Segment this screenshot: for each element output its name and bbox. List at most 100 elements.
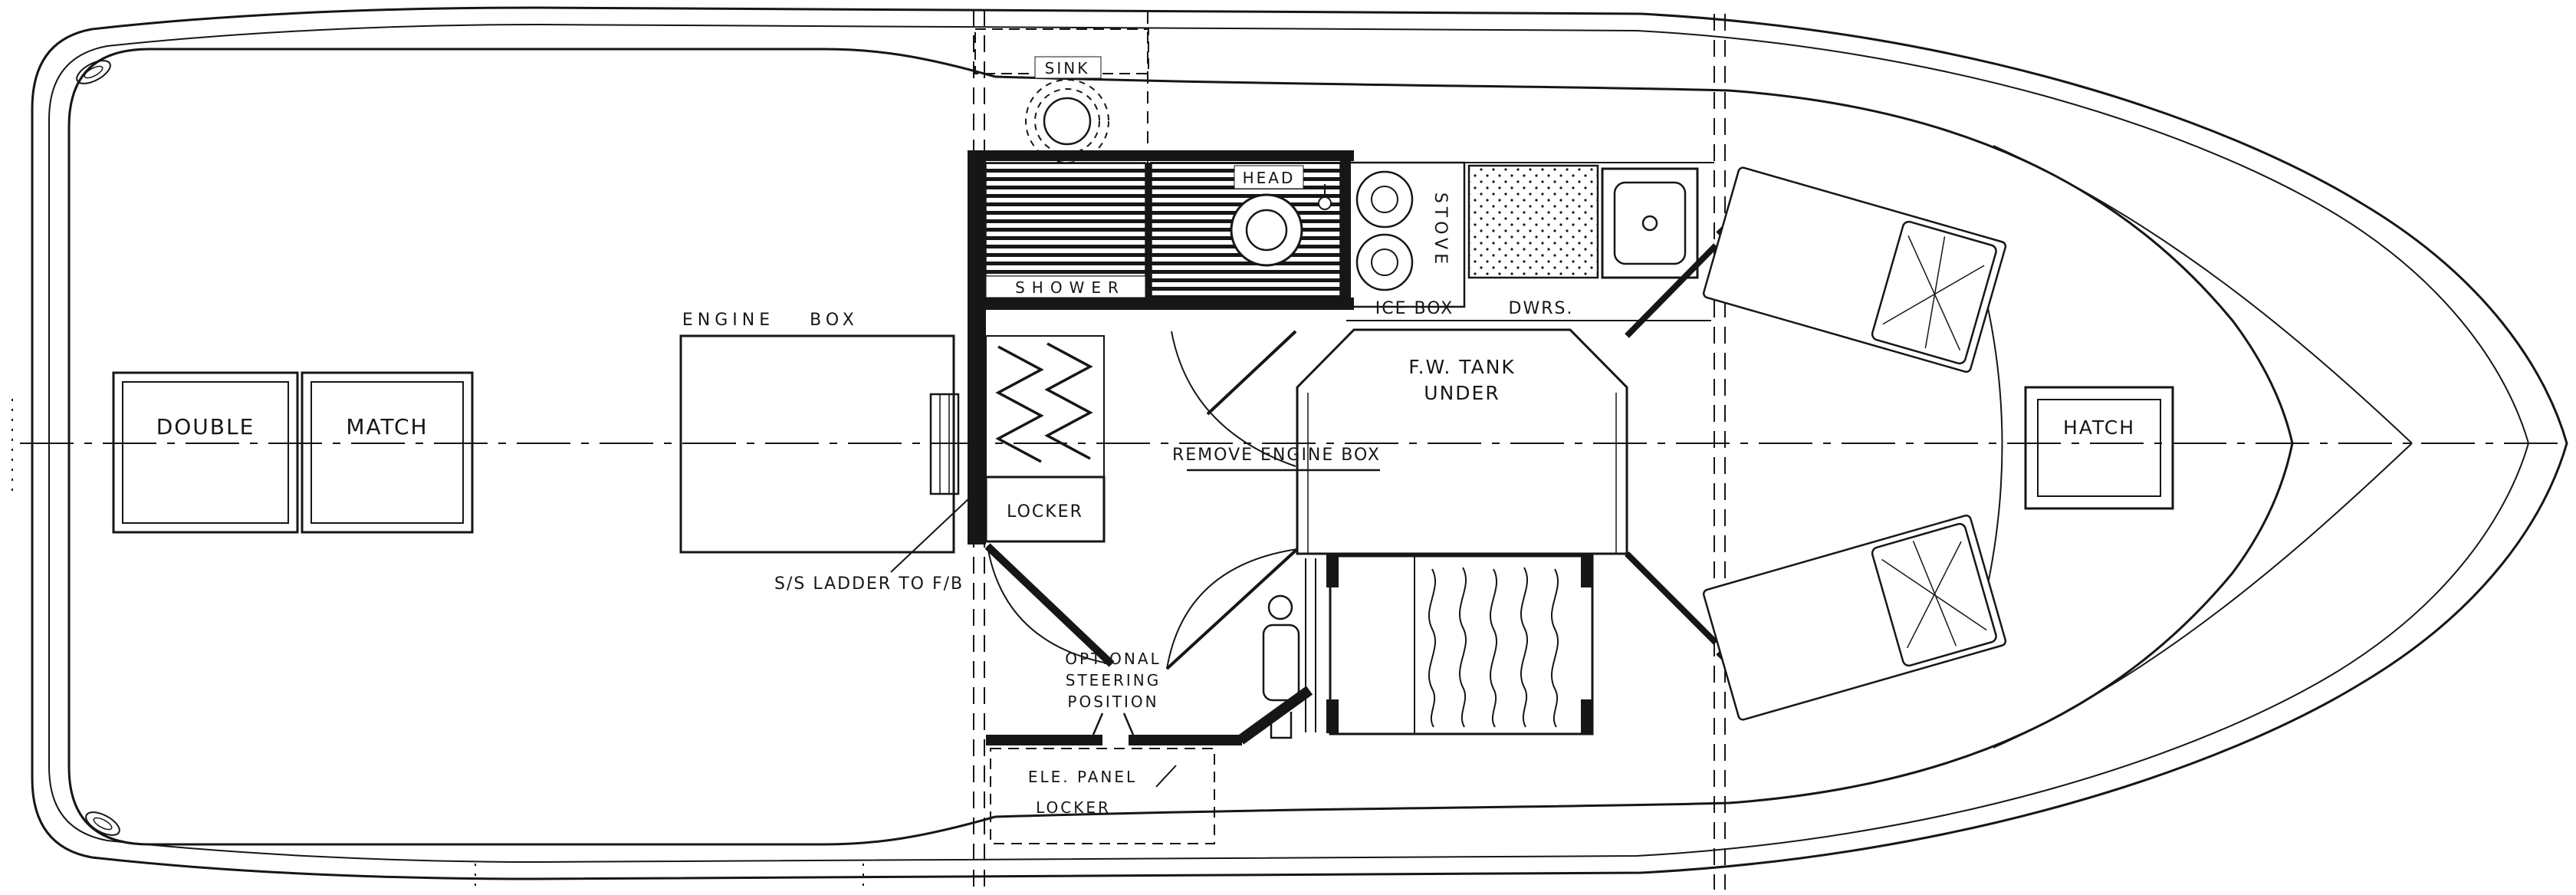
helm-footrest <box>1270 712 1293 739</box>
settee-corner-block-tr <box>1581 554 1593 587</box>
vberth-top-pillow-crease-3 <box>1924 236 1946 349</box>
optional-label: OPTIONAL <box>1065 650 1161 668</box>
stove-burner-2-inner <box>1371 248 1398 276</box>
settee-corner-block-tl <box>1326 554 1339 587</box>
galley-sink-basin <box>1613 181 1687 265</box>
stove-burner-1-inner <box>1371 186 1398 213</box>
fw-tank-under-label: UNDER <box>1424 382 1500 404</box>
stove-burner-2 <box>1355 233 1414 291</box>
wall-helm-right <box>1129 735 1242 745</box>
wall-helm-diagonal <box>1237 686 1313 745</box>
head-door-swing-arc <box>1171 331 1296 467</box>
settee-corner-block-br <box>1581 699 1593 733</box>
ele-panel-label: ELE. PANEL <box>1028 768 1137 786</box>
fw-tank-label: F.W. TANK <box>1408 356 1516 378</box>
helm-area: OPTIONAL STEERING POSITION ELE. PANEL LO… <box>986 594 1313 844</box>
wall-galley-top <box>984 150 1354 161</box>
helm-wheel <box>1267 594 1293 620</box>
settee <box>1329 554 1594 735</box>
stem-line-top <box>1993 145 2413 444</box>
engine-box-label: BOX <box>810 311 859 330</box>
locker-box <box>984 475 1106 543</box>
sink-ring-outer <box>1025 79 1109 163</box>
wall-companionway-left <box>968 314 986 545</box>
fw-tank-outline <box>1296 328 1628 555</box>
double-label: DOUBLE <box>156 414 255 439</box>
settee-corner-block-bl <box>1326 699 1339 733</box>
settee-grain-2 <box>1458 567 1467 728</box>
cabin-door-leaf <box>1165 548 1299 670</box>
wall-galley-bottom <box>984 298 1354 310</box>
head-pump-knob <box>1318 196 1332 210</box>
settee-grain-4 <box>1520 567 1529 728</box>
cockpit-coaming <box>67 48 996 846</box>
hatch-box-outer <box>2024 386 2174 510</box>
match-label: MATCH <box>346 414 428 439</box>
wall-shower-head-divider <box>1145 163 1152 298</box>
vberth-top-pillow-crease-1 <box>1907 235 1961 350</box>
vberth-bottom-pillow-crease-3 <box>1912 541 1957 647</box>
sink-label-bg <box>1034 56 1102 79</box>
hull-outer-line <box>31 6 2568 880</box>
stove-burner-1 <box>1355 170 1414 229</box>
ice-box-label: ICE BOX <box>1375 299 1454 318</box>
sink-ring-mid <box>1034 88 1100 154</box>
double-box-inner <box>122 381 289 524</box>
cabin-side-top <box>994 75 2294 444</box>
steering-arrow-left <box>1092 712 1104 735</box>
ladder-zigzag-2 <box>1044 342 1093 460</box>
remove-engine-box-label: REMOVE ENGINE BOX <box>1172 446 1381 465</box>
sink-label: SINK <box>1045 59 1090 77</box>
ele-panel-slash <box>1155 765 1177 788</box>
head-label: HEAD <box>1243 169 1296 187</box>
ele-locker-label: LOCKER <box>1036 798 1111 817</box>
brace-bottom <box>1625 551 1718 645</box>
vberth-bottom-pillow-crease-2 <box>1906 541 1962 649</box>
helm-pedestal <box>1262 624 1300 702</box>
drawers-label: DWRS. <box>1509 299 1574 318</box>
companionway-door-arc <box>987 545 1112 665</box>
counter-top <box>1467 164 1599 279</box>
hatch-box-inner <box>2037 399 2161 497</box>
shower-label: SHOWER <box>1015 278 1125 297</box>
vberth-top-pillow-crease-2 <box>1882 265 1985 325</box>
hull-outline <box>12 6 2568 891</box>
settee-grain-5 <box>1550 568 1559 728</box>
ladder-leader-line <box>890 496 971 573</box>
stern-cleat-top-inner <box>84 65 104 79</box>
galley-sink-drain <box>1641 215 1658 232</box>
bow-area: HATCH <box>1702 166 2174 721</box>
engine-label: ENGINE <box>682 311 774 330</box>
settee-grain-3 <box>1489 568 1498 728</box>
shower-label-band <box>985 275 1146 298</box>
settee-grain-1 <box>1428 568 1437 728</box>
vberth-top <box>1702 166 2007 373</box>
ladder-zigzag-1 <box>995 345 1044 463</box>
galley-sink-unit <box>1601 167 1699 279</box>
galley-area: SHOWER SINK HEAD STOVE ICE BOX DWRS. <box>968 56 1711 545</box>
vberth-bottom <box>1702 514 2007 721</box>
cabin-side-bottom <box>994 443 2294 818</box>
brace-top <box>1625 243 1718 338</box>
wall-helm-left <box>986 735 1102 745</box>
stem-line-bottom <box>1993 443 2413 749</box>
stove-box <box>1346 161 1466 308</box>
cabin-door-arc <box>1166 548 1298 670</box>
stove-label: STOVE <box>1431 192 1450 268</box>
engine-area: ENGINE BOX S/S LADDER TO F/B LOCKER <box>679 311 1106 594</box>
locker-label: LOCKER <box>1007 502 1083 522</box>
stern-cleat-bottom-inner <box>93 817 113 831</box>
stern-cleat-top <box>76 60 111 84</box>
wall-head-right <box>1340 161 1351 298</box>
ele-panel-dashed-box <box>990 748 1215 844</box>
cockpit-area: DOUBLE MATCH <box>112 371 474 534</box>
companionway-door-leaf <box>984 543 1115 667</box>
head-label-bg <box>1234 165 1304 189</box>
salon-area: F.W. TANK UNDER REMOVE ENGINE BOX <box>984 243 1718 735</box>
steering-arrow-right <box>1122 712 1135 735</box>
sink-basin <box>1043 97 1092 146</box>
match-box-outer <box>301 371 474 534</box>
steering-label: STEERING <box>1066 671 1161 689</box>
wall-shower-left <box>968 150 986 314</box>
